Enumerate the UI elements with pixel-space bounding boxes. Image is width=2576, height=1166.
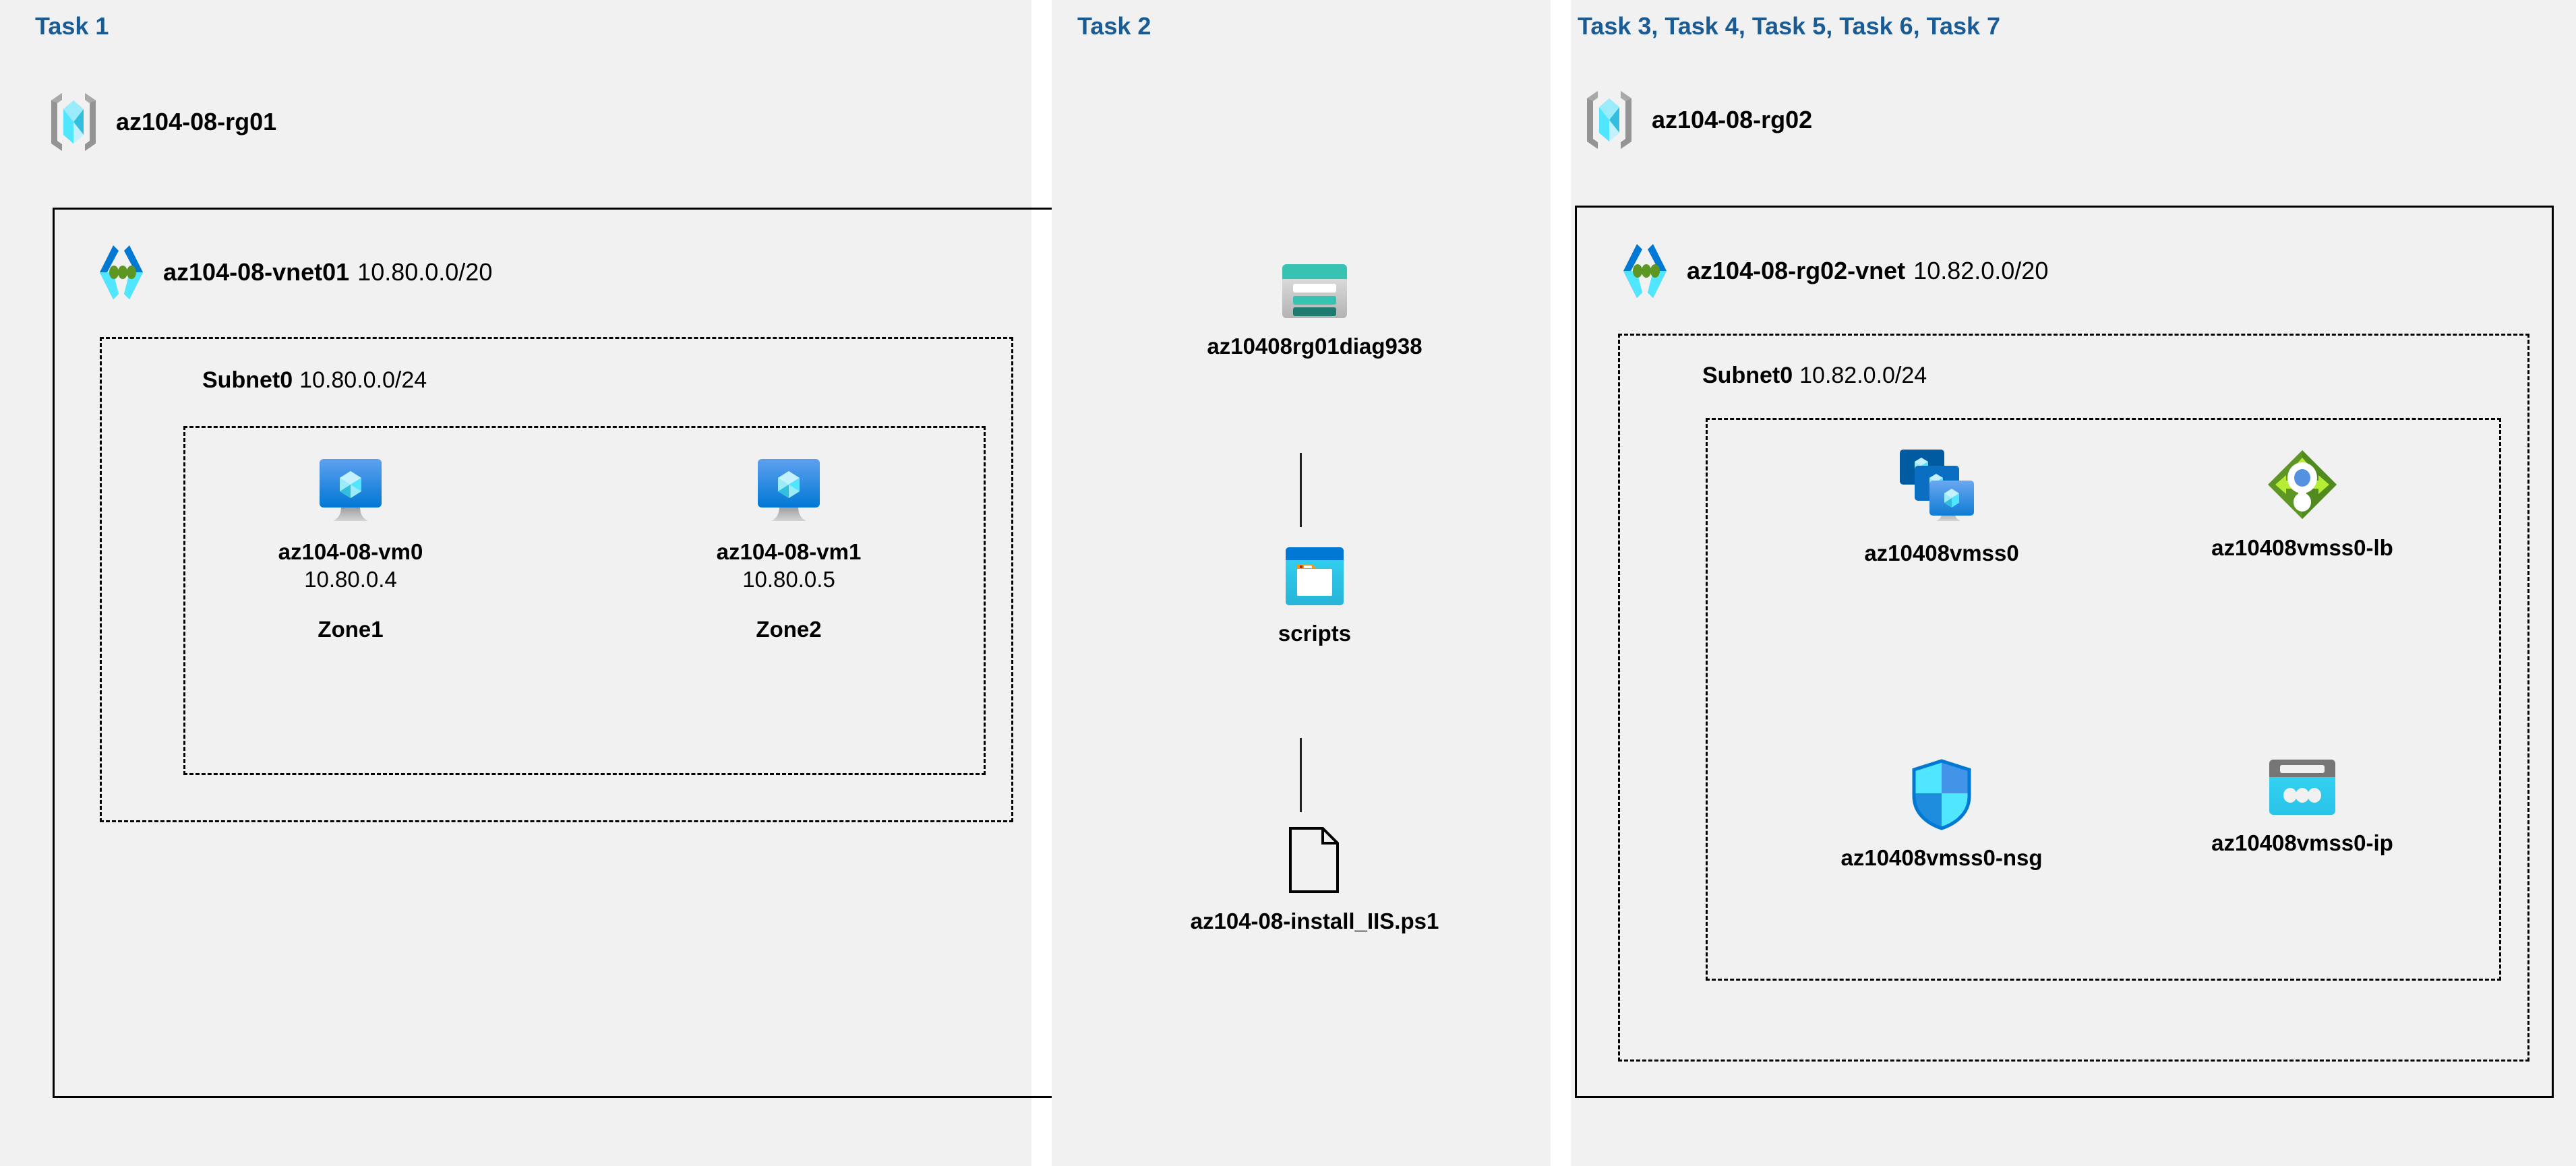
node-vmss[interactable]: az10408vmss0 [1787,448,2097,567]
subnet-cidr-task1: 10.80.0.0/24 [299,367,427,393]
node-load-balancer[interactable]: az10408vmss0-lb [2144,448,2461,561]
node-blob-container[interactable]: scripts [1106,546,1524,647]
network-security-group-icon [1910,758,1973,831]
storage-account-icon [1281,263,1348,319]
node-label-script-file: az104-08-install_IIS.ps1 [1190,909,1439,933]
node-ip-vm1: 10.80.0.5 [742,567,835,592]
resource-group-label-rg02: az104-08-rg02 [1652,106,1813,133]
node-storage-account[interactable]: az10408rg01diag938 [1106,263,1524,360]
node-zone-vm0: Zone1 [318,616,384,642]
connector-scripts-to-file [1300,738,1302,812]
virtual-machine-icon [754,455,824,525]
task-2-title: Task 2 [1077,12,1151,40]
node-vm1[interactable]: az104-08-vm1 10.80.0.5 Zone2 [661,455,917,642]
resource-group-icon [1584,89,1634,151]
virtual-network-icon [1618,241,1672,301]
resource-group-label-rg01: az104-08-rg01 [116,108,277,135]
virtual-network-icon [94,243,148,302]
node-label-public-ip-address: az10408vmss0-ip [2211,830,2393,855]
load-balancer-icon [2266,448,2339,521]
node-network-security-group[interactable]: az10408vmss0-nsg [1787,758,2097,871]
vnet-name-rg02-vnet: az104-08-rg02-vnet [1687,257,1906,284]
public-ip-address-icon [2268,758,2337,816]
node-label-network-security-group: az10408vmss0-nsg [1840,845,2043,870]
vnet-header-text: az104-08-rg02-vnet 10.82.0.0/20 [1687,257,2048,285]
subnet-cidr-task3: 10.82.0.0/24 [1799,363,1927,388]
node-label-vm1: az104-08-vm1 [716,539,862,564]
subnet-boundary-subnet0-task3 [1618,334,2529,1062]
resource-group-row-rg02: az104-08-rg02 [1584,89,1812,151]
availability-zone-boundary [183,426,986,775]
task-1-title: Task 1 [35,12,109,40]
node-label-load-balancer: az10408vmss0-lb [2211,535,2393,560]
node-public-ip-address[interactable]: az10408vmss0-ip [2144,758,2461,857]
task-3-7-title: Task 3, Task 4, Task 5, Task 6, Task 7 [1578,12,2001,40]
vm-scale-set-icon [1898,448,1985,526]
node-zone-vm1: Zone2 [756,616,822,642]
vnet-name-vnet01: az104-08-vnet01 [163,258,350,286]
blob-container-icon [1284,546,1345,607]
node-label-blob-container: scripts [1278,621,1352,646]
subnet-name-task1: Subnet0 [202,367,293,393]
resource-group-icon [49,91,98,153]
subnet-boundary-subnet0-task1 [100,337,1013,822]
panel-task-3-7 [1571,0,2576,1166]
node-label-vm0: az104-08-vm0 [278,539,423,564]
connector-storage-to-scripts [1300,453,1302,527]
virtual-machine-icon [316,455,386,525]
subnet-name-task3: Subnet0 [1702,363,1793,388]
panel-task-1 [0,0,1031,1166]
resource-group-row-rg01: az104-08-rg01 [49,91,276,153]
node-vm0[interactable]: az104-08-vm0 10.80.0.4 Zone1 [222,455,479,642]
node-label-storage-account: az10408rg01diag938 [1207,334,1422,359]
node-ip-vm0: 10.80.0.4 [304,567,397,592]
node-label-vmss: az10408vmss0 [1864,541,2019,565]
vnet-header-rg02-vnet: az104-08-rg02-vnet 10.82.0.0/20 [1618,241,2048,301]
vnet-cidr-vnet01: 10.80.0.0/20 [357,258,493,286]
vnet-boundary-rg02-vnet [1575,206,2554,1098]
node-script-file[interactable]: az104-08-install_IIS.ps1 [1106,826,1524,935]
vnet-cidr-rg02-vnet: 10.82.0.0/20 [1913,257,2049,284]
script-file-icon [1286,826,1343,894]
vmss-resource-boundary [1706,418,2501,981]
